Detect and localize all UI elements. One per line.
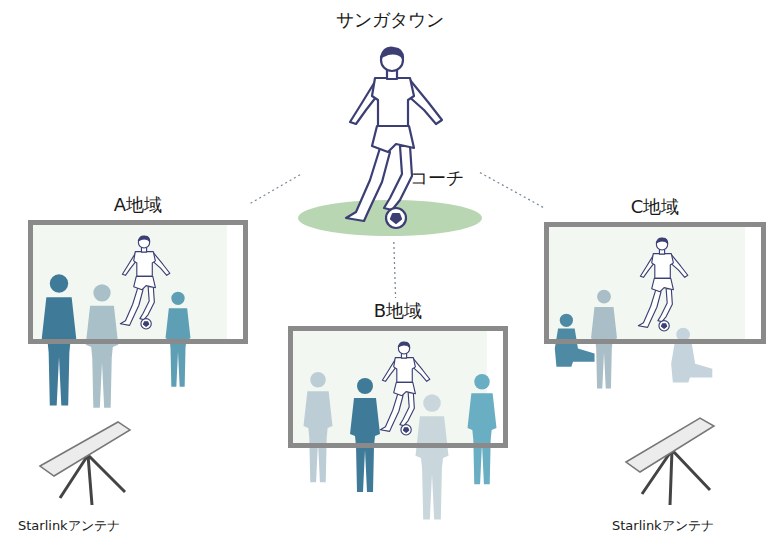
dotted-link — [248, 175, 300, 205]
region-heading: B地域 — [288, 298, 508, 326]
viewer — [86, 284, 119, 408]
viewer — [416, 394, 449, 519]
screen-box: A地域 — [28, 192, 248, 344]
screen-fill — [549, 227, 745, 339]
viewer — [671, 328, 712, 383]
coach-area: サンガタウンコーチ — [300, 4, 480, 242]
screen-frame — [544, 222, 766, 344]
region-heading: A地域 — [28, 192, 248, 220]
screen-frame — [28, 220, 248, 344]
antenna-label: Starlinkアンテナ — [612, 518, 714, 534]
dotted-link — [480, 173, 544, 208]
screen-box: B地域 — [288, 298, 508, 448]
screen-player — [638, 238, 688, 331]
place-name: サンガタウン — [300, 8, 480, 32]
viewer — [304, 372, 333, 482]
screen-frame — [288, 326, 508, 448]
viewer — [350, 378, 380, 492]
region-heading: C地域 — [544, 194, 766, 222]
antenna — [40, 422, 130, 505]
viewer — [468, 374, 497, 484]
screen-player — [120, 236, 170, 329]
dotted-link — [394, 242, 396, 298]
coach-label: コーチ — [410, 166, 464, 190]
screen-box: C地域 — [544, 194, 766, 344]
antenna — [626, 418, 714, 505]
antenna-label: Starlinkアンテナ — [18, 518, 120, 534]
coach-figure — [346, 48, 442, 228]
